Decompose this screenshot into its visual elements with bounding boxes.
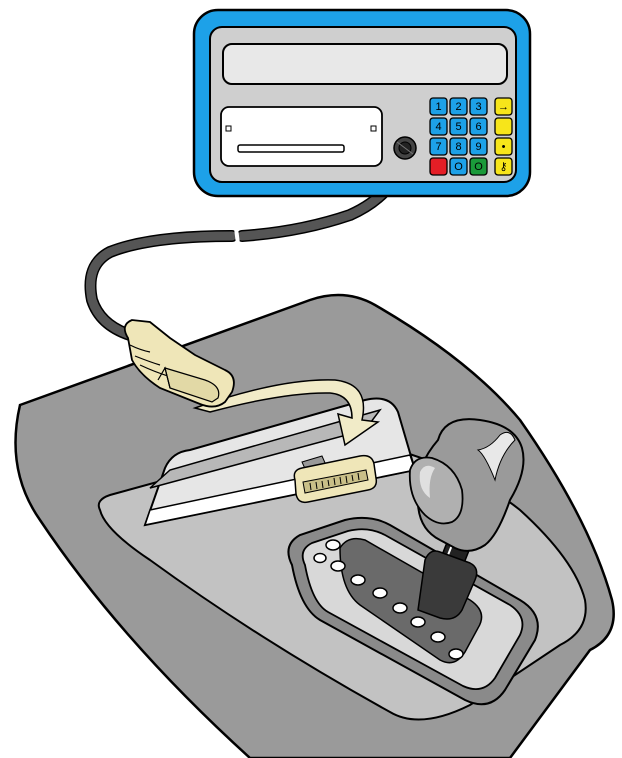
key-symbol-key-label: ⚷ [499, 161, 507, 173]
digit-key-4-label: 4 [435, 121, 441, 133]
enter-arrow-key[interactable]: → [495, 98, 512, 115]
digit-key-9[interactable]: 9 [470, 138, 487, 155]
center-console [16, 295, 614, 758]
digit-key-3-label: 3 [475, 101, 481, 113]
digit-key-2[interactable]: 2 [450, 98, 467, 115]
green-circle-key[interactable]: O [470, 158, 487, 175]
digit-key-1[interactable]: 1 [430, 98, 447, 115]
enter-arrow-key-label: → [498, 101, 509, 113]
digit-key-4[interactable]: 4 [430, 118, 447, 135]
digit-key-7-label: 7 [435, 141, 441, 153]
card-slot[interactable] [238, 145, 344, 152]
blank-function-key[interactable] [495, 118, 512, 135]
digit-key-8-label: 8 [455, 141, 461, 153]
digit-key-6[interactable]: 6 [470, 118, 487, 135]
digit-key-2-label: 2 [455, 101, 461, 113]
card-slot-panel [221, 107, 382, 166]
circle-key-label: O [454, 161, 463, 173]
cable-port [394, 137, 416, 159]
key-symbol-key[interactable]: ⚷ [495, 158, 512, 175]
digit-key-5-label: 5 [455, 121, 461, 133]
dot-function-key-label: • [502, 141, 506, 153]
red-key[interactable] [430, 158, 447, 175]
digit-key-3[interactable]: 3 [470, 98, 487, 115]
digit-key-1-label: 1 [435, 101, 441, 113]
circle-key[interactable]: O [450, 158, 467, 175]
dot-function-key[interactable]: • [495, 138, 512, 155]
digit-key-8[interactable]: 8 [450, 138, 467, 155]
digit-key-7[interactable]: 7 [430, 138, 447, 155]
digit-key-6-label: 6 [475, 121, 481, 133]
digit-key-5[interactable]: 5 [450, 118, 467, 135]
digit-key-9-label: 9 [475, 141, 481, 153]
green-circle-key-label: O [474, 161, 483, 173]
display-screen [223, 44, 507, 84]
